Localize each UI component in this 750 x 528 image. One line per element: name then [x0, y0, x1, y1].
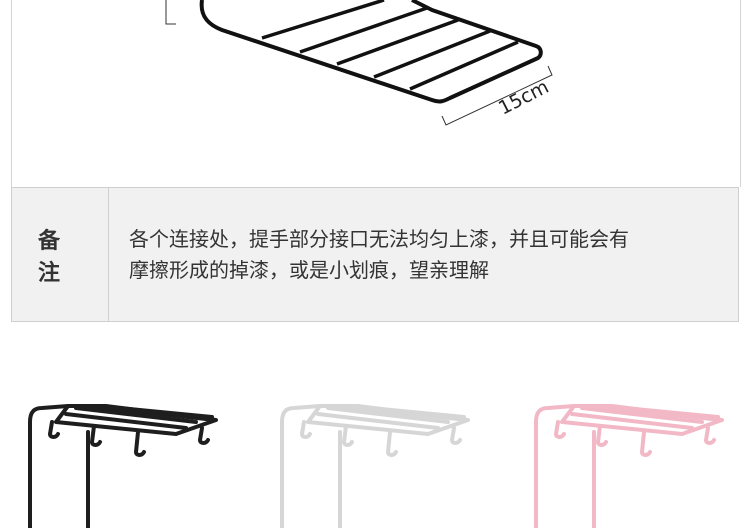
white-rack-image: [268, 322, 498, 528]
white-rack-drawing: [280, 404, 470, 528]
remark-table: 备 注 各个连接处，提手部分接口无法均匀上漆，并且可能会有 摩擦形成的掉漆，或是…: [11, 187, 739, 322]
remark-text-cell: 各个连接处，提手部分接口无法均匀上漆，并且可能会有 摩擦形成的掉漆，或是小划痕，…: [109, 188, 738, 321]
remark-text-line-1: 各个连接处，提手部分接口无法均匀上漆，并且可能会有: [129, 226, 629, 251]
rack-dimension-drawing: [165, 0, 553, 126]
product-variants-row: [0, 322, 750, 528]
black-rack-image: [16, 322, 246, 528]
remark-text-line-2: 摩擦形成的掉漆，或是小划痕，望亲理解: [129, 257, 489, 282]
dimension-illustration-panel: 15cm: [11, 0, 741, 187]
black-rack-drawing: [28, 404, 218, 528]
pink-rack-image: [522, 322, 750, 528]
pink-rack-drawing: [534, 404, 724, 528]
remark-label: 备 注: [12, 188, 109, 321]
remark-text: 各个连接处，提手部分接口无法均匀上漆，并且可能会有 摩擦形成的掉漆，或是小划痕，…: [129, 224, 629, 286]
